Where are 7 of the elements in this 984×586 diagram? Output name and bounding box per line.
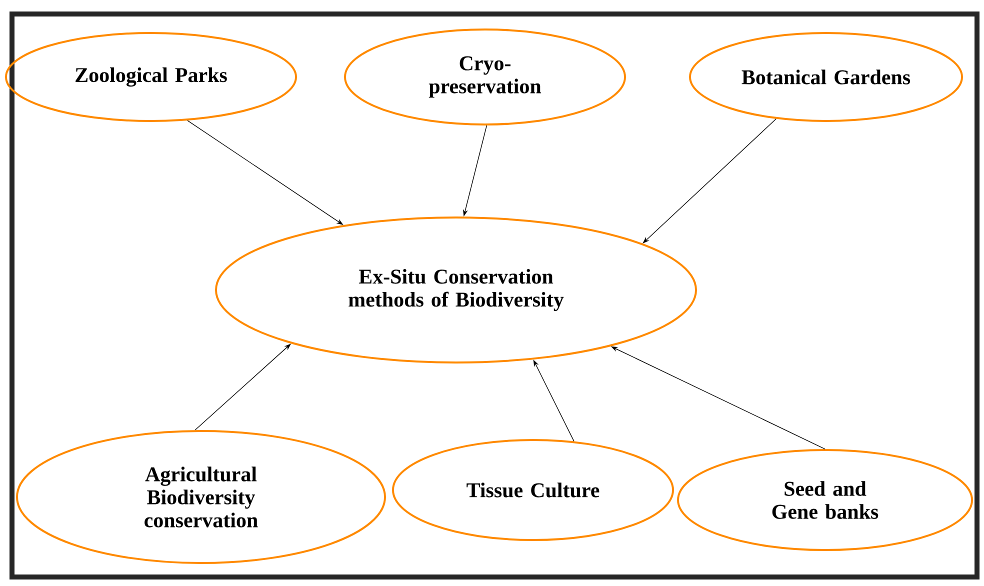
ellipse-node: Botanical Gardens — [689, 32, 964, 122]
ellipse-node: Ex-Situ Conservation methods of Biodiversity — [215, 216, 698, 364]
ellipse-node: Tissue Culture — [392, 439, 674, 541]
ellipse-node: Agricultural Biodiversity conservation — [16, 430, 386, 564]
ellipse-node: Seed and Gene banks — [677, 449, 974, 551]
ellipse-node: Zoological Parks — [5, 32, 297, 122]
ellipse-node: Cryo- preservation — [344, 28, 626, 126]
